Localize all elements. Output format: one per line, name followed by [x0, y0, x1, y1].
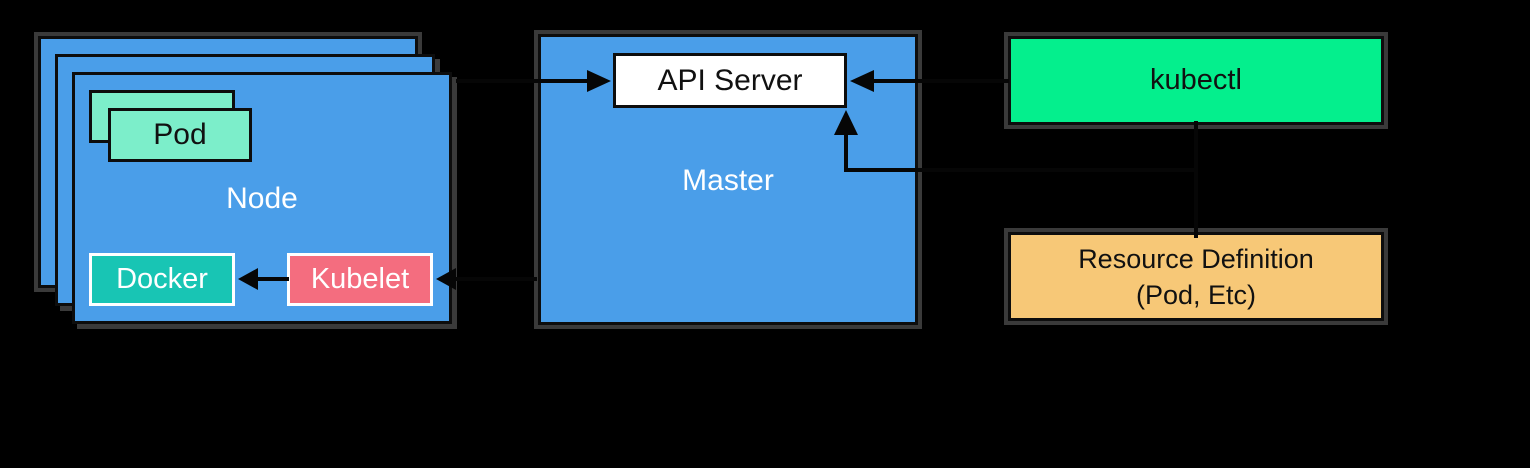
resource-definition-box: Resource Definition (Pod, Etc) [1008, 232, 1384, 321]
pod-box-front: Pod [108, 108, 252, 162]
kubelet-label: Kubelet [310, 263, 410, 295]
node-label: Node [226, 182, 298, 215]
api-server-box: API Server [613, 53, 847, 108]
kubelet-box: Kubelet [287, 253, 433, 306]
pod-label: Pod [153, 118, 207, 151]
api-server-label: API Server [657, 63, 803, 97]
resource-definition-label-line2: (Pod, Etc) [1135, 279, 1257, 310]
resource-definition-label-line1: Resource Definition [1078, 243, 1314, 274]
kubectl-label: kubectl [1150, 64, 1242, 96]
kubectl-box: kubectl [1008, 36, 1384, 125]
docker-box: Docker [89, 253, 235, 306]
docker-label: Docker [116, 263, 208, 295]
master-label: Master [682, 164, 774, 197]
